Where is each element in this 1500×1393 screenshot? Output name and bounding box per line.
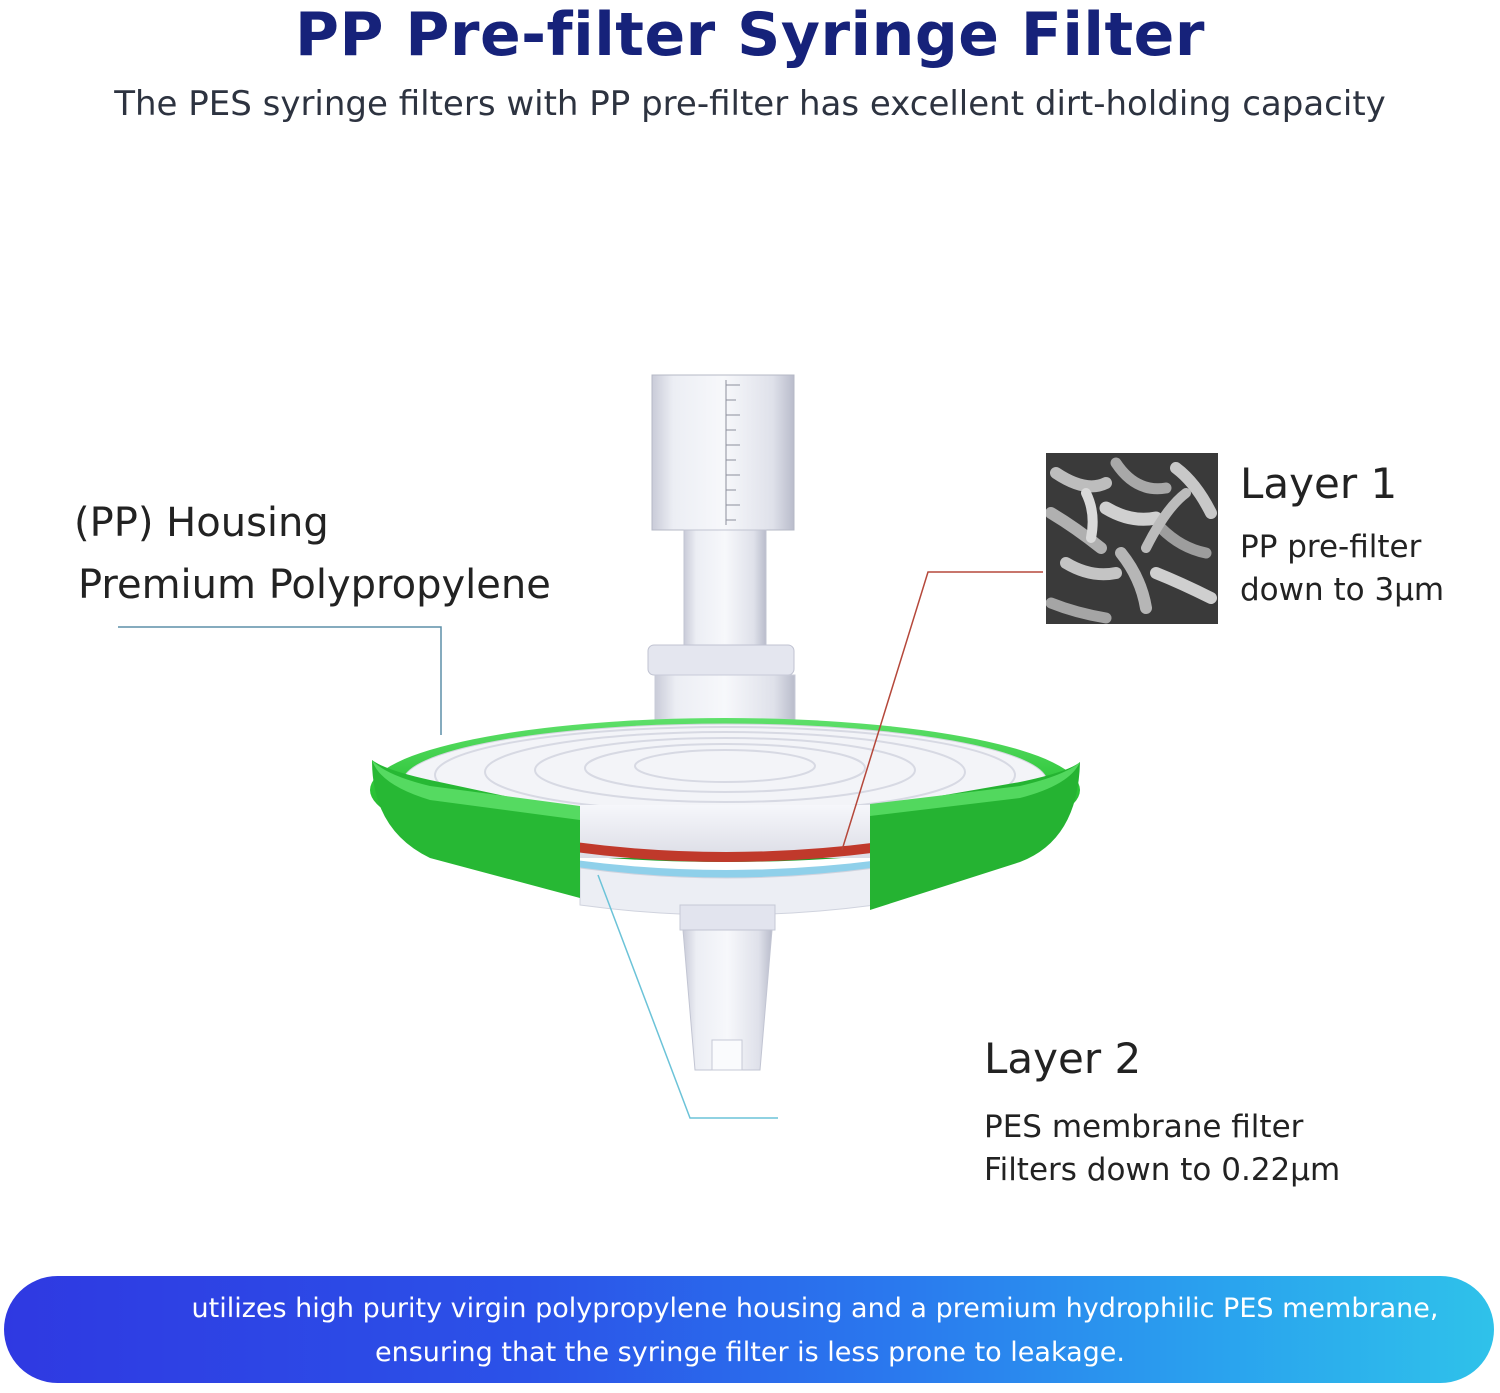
feature-banner [4,1276,1494,1383]
housing-label: (PP) Housing [74,500,329,546]
filter-disc [370,718,1080,916]
housing-leader-line [118,626,442,735]
layer2-leader-line [597,874,778,1119]
layer1-title: Layer 1 [1240,459,1398,508]
syringe-barrel [647,374,796,751]
banner-line-2: ensuring that the syringe filter is less… [375,1337,1125,1368]
layer2-title: Layer 2 [984,1034,1142,1083]
layer1-leader-line [841,571,1043,851]
layer1-description: PP pre-filter [1240,529,1422,565]
layer1-rating: down to 3μm [1240,572,1445,608]
banner-line-1: utilizes high purity virgin polypropylen… [191,1293,1439,1324]
feature-banner-text: utilizes high purity virgin polypropylen… [0,1287,1500,1375]
layer2-description: PES membrane filter [984,1109,1304,1145]
layer2-rating: Filters down to 0.22μm [984,1152,1341,1188]
page-title: PP Pre-filter Syringe Filter [295,0,1205,70]
housing-material-label: Premium Polypropylene [78,562,551,608]
sem-micrograph-image [1046,453,1218,624]
syringe-outlet [679,904,776,1071]
page-subtitle: The PES syringe filters with PP pre-filt… [114,84,1386,124]
